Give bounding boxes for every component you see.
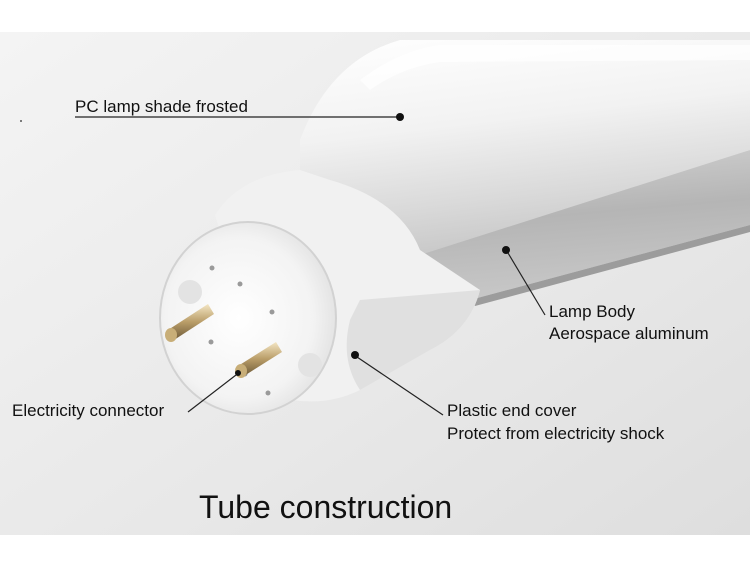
cap-dot <box>208 339 214 345</box>
page-title: Tube construction <box>199 489 453 525</box>
cap-hole <box>178 280 202 304</box>
leader-line-body <box>502 246 546 316</box>
label-cover-line-2: Protect from electricity shock <box>447 424 665 443</box>
cap-dot <box>209 265 215 271</box>
end-cover-shadow <box>346 290 480 390</box>
label-body-line-2: Aerospace aluminum <box>549 324 709 343</box>
leader-line-cover <box>351 351 444 416</box>
leader-line-shade <box>75 113 404 121</box>
aluminum-edge <box>470 225 750 306</box>
stray-dot <box>20 120 22 122</box>
cap-dot <box>265 390 271 396</box>
aluminum-lamp-body <box>400 150 750 303</box>
cap-dot <box>237 281 243 287</box>
leader-line-connector <box>187 370 241 413</box>
label-connector: Electricity connector <box>12 401 165 420</box>
end-cap-rim <box>159 221 337 415</box>
label-shade: PC lamp shade frosted <box>75 97 248 116</box>
cap-dot <box>269 309 275 315</box>
shade-highlight <box>360 45 750 90</box>
frosted-shade <box>300 40 750 256</box>
connector-pin <box>165 304 214 342</box>
end-cap-face <box>160 222 336 414</box>
label-cover-line-1: Plastic end cover <box>447 401 577 420</box>
label-body-line-1: Lamp Body <box>549 302 635 321</box>
cap-hole <box>298 353 322 377</box>
